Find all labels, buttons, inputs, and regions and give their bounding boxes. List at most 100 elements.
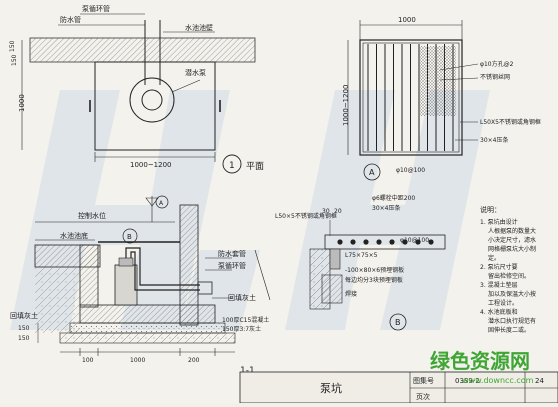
cover-note-frame: L50X5不锈钢或角钢框 — [480, 118, 541, 126]
section-label-backfill-left: 回填灰土 — [10, 311, 38, 320]
section-dim-bottom-2: 1000 — [130, 357, 145, 364]
detail-b-label-bars: φ10@100 — [400, 237, 429, 244]
title-page-number: 24 — [535, 377, 544, 385]
detail-b-label-angle: L75×75×5 — [345, 252, 378, 259]
section-dim-left-2: 150 — [18, 335, 30, 342]
detail-bar-section — [337, 239, 343, 245]
pump-body — [114, 264, 138, 306]
waterproof-sleeve — [197, 281, 213, 295]
detail-bar-section — [376, 239, 382, 245]
detail-b-dim-2: 20 — [334, 208, 342, 215]
note-line-1: 小决定尺寸，滤水 — [488, 236, 536, 244]
plan-dim-wall-bot: 150 — [11, 54, 18, 66]
section-mark-B-circle — [122, 228, 138, 244]
green-watermark: 绿色资源网 www.downcc.com — [430, 349, 534, 385]
title-atlas-label: 图集号 — [413, 376, 434, 385]
pool-wall-slab — [29, 37, 256, 63]
title-page-label: 页次 — [416, 392, 430, 401]
concrete-bed — [69, 322, 226, 334]
title-atlas-number: 03S9-2 — [455, 377, 480, 385]
plan-dim-width: 1000~1200 — [130, 161, 172, 169]
detail-b-bars — [337, 239, 434, 245]
notes-block: 说明： 1. 泵坑由设计人根据泵的数量大小决定尺寸，滤水网格栅泵坑大小制定。2.… — [480, 205, 536, 334]
cover-dim-height: 1000~1200 — [342, 85, 350, 127]
section-mark-B: B — [127, 233, 132, 241]
cover-frame — [359, 39, 463, 156]
section-dim-bottom-1: 100 — [82, 357, 94, 364]
detail-b-label-plates: 每边均分3块预埋钢板 — [345, 276, 403, 284]
detail-bar-section — [415, 239, 421, 245]
section-mark-circle — [222, 154, 242, 174]
note-line-2: 留出检修空间。 — [488, 272, 530, 280]
detail-b-mark-circle — [389, 313, 407, 331]
note-line-2: 2. 泵坑尺寸要 — [480, 263, 518, 271]
cover-note-mesh: 不锈钢丝网 — [480, 73, 510, 81]
section-caption: 1-1 — [240, 366, 255, 376]
detail-b-angle — [329, 248, 341, 270]
detail-b-label-frame: L50×5不锈钢或角钢框 — [275, 212, 337, 220]
detail-bar-section — [402, 239, 408, 245]
cover-mesh-patch — [420, 46, 456, 116]
section-label-backfill-right: 回填灰土 — [228, 293, 256, 302]
note-line-3: 加以及保温大小按 — [488, 290, 536, 298]
cover-dim-width: 1000 — [398, 16, 416, 24]
plan-dim-wall-top: 150 — [9, 40, 16, 52]
detail-bar-section — [389, 239, 395, 245]
note-line-1: 网格栅泵坑大小制 — [488, 245, 536, 253]
cover-note-bars: φ10@100 — [396, 167, 425, 174]
lime-soil-bed — [59, 332, 236, 344]
note-line-4: 固伸长度二或。 — [488, 326, 530, 334]
detail-b-frame — [324, 234, 446, 250]
pump-inner-circle — [141, 89, 163, 111]
pit-outline — [94, 61, 216, 151]
detail-bar-section — [428, 239, 434, 245]
plan-caption: 平面 — [246, 161, 264, 172]
circulation-pipe — [125, 247, 200, 286]
plan-view: 泵循环管 防水管 水池池壁 潜水泵 1000~1200 1000 150 150… — [9, 4, 264, 174]
note-line-4: 4. 水池底板和 — [480, 308, 518, 316]
note-line-1: 定。 — [488, 254, 500, 262]
detail-bar-section — [350, 239, 356, 245]
title-drawing-name: 泵坑 — [320, 381, 342, 395]
pit-floor — [79, 304, 216, 324]
detail-b-label-plate: -100×80×6预埋钢板 — [345, 266, 404, 274]
detail-mark-A: A — [369, 168, 375, 177]
section-dim-left-1: 150 — [18, 325, 30, 332]
cover-grate-plan: 1000 1000~1200 φ10方孔@2 不锈钢丝网 L50X5不锈钢或角钢… — [342, 16, 541, 181]
note-line-3: 3. 混凝土垫层 — [480, 281, 518, 289]
section-mark-number: 1 — [229, 161, 235, 171]
backfill-left — [35, 267, 80, 333]
watermark-url: www.downcc.com — [462, 376, 534, 385]
section-label-pool-bottom: 水池池底 — [60, 231, 88, 240]
pit-wall-left — [79, 244, 99, 308]
section-label-pump-pipe: 泵循环管 — [218, 261, 246, 270]
detail-mark-A-circle — [363, 163, 381, 181]
section-view: 控制水位 水池池底 A B 防水套管 泵循环管 回填 — [10, 195, 271, 376]
detail-bar-section — [363, 239, 369, 245]
note-line-1: 人根据泵的数量大 — [488, 227, 536, 235]
watermark-text: 绿色资源网 — [430, 349, 530, 373]
section-dim-bottom-3: 200 — [188, 357, 200, 364]
note-line-3: 工程设计。 — [488, 299, 518, 307]
note-line-1: 1. 泵坑由设计 — [480, 218, 518, 226]
notes-heading: 说明： — [480, 205, 501, 214]
note-line-4: 潜水口执行规范有 — [488, 317, 536, 325]
pump-outer-circle — [129, 77, 175, 123]
plan-label-pool-wall: 水池池壁 — [185, 23, 213, 32]
detail-b-mark: B — [395, 318, 401, 327]
plan-label-pump: 潜水泵 — [185, 68, 206, 77]
plan-dim-height: 1000 — [18, 94, 26, 112]
title-block: 泵坑 图集号 03S9-2 页次 24 — [239, 371, 558, 404]
cover-note-holes: φ10方孔@2 — [480, 60, 514, 68]
section-label-waterproof-sleeve: 防水套管 — [218, 249, 246, 258]
plan-label-circulation-pipe: 泵循环管 — [82, 4, 110, 13]
section-label-lime-soil: 150厚3:7灰土 — [222, 325, 261, 333]
plan-label-waterproof-pipe: 防水管 — [60, 15, 81, 24]
detail-b-label-weld: 焊接 — [345, 290, 357, 298]
detail-b-label-strip: 30×4压条 — [372, 204, 400, 212]
cover-grate-bars — [367, 44, 454, 151]
section-label-concrete: 100厚C15混凝土 — [222, 316, 269, 324]
detail-b-dim-1: 30 — [322, 208, 330, 215]
